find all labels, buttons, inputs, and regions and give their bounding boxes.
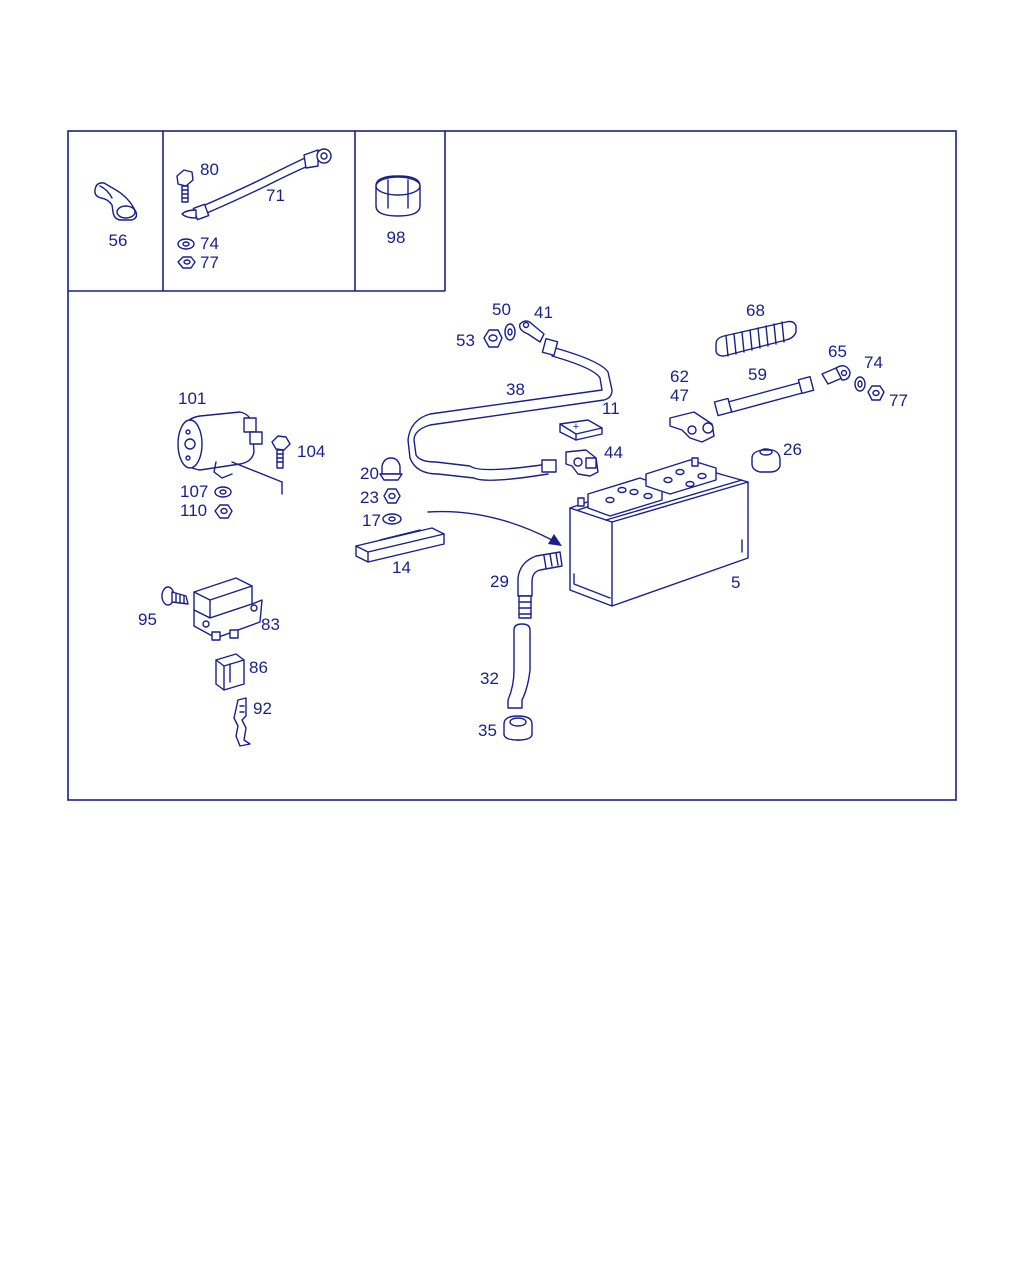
part-80-bolt [176,169,194,203]
label-23: 23 [360,488,379,507]
label-44: 44 [604,443,623,462]
label-56: 56 [109,231,128,250]
part-59-connector [713,375,815,417]
part-77-nut [177,256,196,269]
part-98-bushing [375,175,421,217]
label-68: 68 [746,301,765,320]
diagram-frame [67,130,957,801]
label-14: 14 [392,558,411,577]
label-29: 29 [490,572,509,591]
label-47: 47 [670,386,689,405]
part-74-washer [177,238,195,250]
part-41-terminal [518,320,545,343]
part-56-elbow [94,182,138,221]
part-50-washer [504,323,516,341]
part-95-screw [161,586,189,606]
part-53-nut [483,329,503,348]
part-29-elbow-hose [517,551,563,619]
label-71: 71 [266,186,285,205]
label-35: 35 [478,721,497,740]
label-41: 41 [534,303,553,322]
part-65-terminal [821,365,851,385]
part-104-bolt [271,435,291,469]
part-101-solenoid [177,411,283,495]
label-92: 92 [253,699,272,718]
label-77-right: 77 [889,391,908,410]
part-23-nut [383,488,401,504]
label-26: 26 [783,440,802,459]
label-98: 98 [387,228,406,247]
label-59: 59 [748,365,767,384]
part-5-battery [569,457,749,607]
label-32: 32 [480,669,499,688]
label-5: 5 [731,573,740,592]
label-107: 107 [180,482,208,501]
part-71-cable [181,148,332,221]
part-92-terminal [233,697,251,747]
part-14-bracket [355,527,445,563]
part-77-nut-right [867,385,885,401]
label-101: 101 [178,389,206,408]
label-80: 80 [200,160,219,179]
label-11: 11 [602,399,620,418]
part-107-washer [214,486,232,498]
part-32-hose [507,623,531,709]
battery-polarity-mark: + [573,421,579,433]
pointer-arrow [427,510,562,546]
label-74-top: 74 [200,234,219,253]
label-86: 86 [249,658,268,677]
part-17-washer [382,513,402,525]
part-35-grommet [503,715,533,741]
part-number-labels: 56 80 71 74 77 98 50 41 53 68 65 74 77 6… [109,160,908,740]
part-68-bellow [715,320,797,357]
part-38-cable [407,337,613,481]
label-95: 95 [138,610,157,629]
label-74-right: 74 [864,353,883,372]
label-83: 83 [261,615,280,634]
part-11-cover: + [559,419,603,441]
label-62: 62 [670,367,689,386]
label-104: 104 [297,442,325,461]
part-26-cap [751,448,781,473]
part-74-washer-right [854,376,866,392]
label-77-top: 77 [200,253,219,272]
part-86-connector [215,653,245,691]
label-38: 38 [506,380,525,399]
label-50: 50 [492,300,511,319]
label-65: 65 [828,342,847,361]
part-44-clamp [565,449,599,477]
part-62-47-clamp [669,411,715,443]
label-17: 17 [362,511,381,530]
label-53: 53 [456,331,475,350]
label-20: 20 [360,464,379,483]
label-110: 110 [180,501,207,520]
part-110-nut [214,504,233,519]
part-83-relay-bracket [193,577,263,641]
part-20-cap-nut [379,457,403,481]
